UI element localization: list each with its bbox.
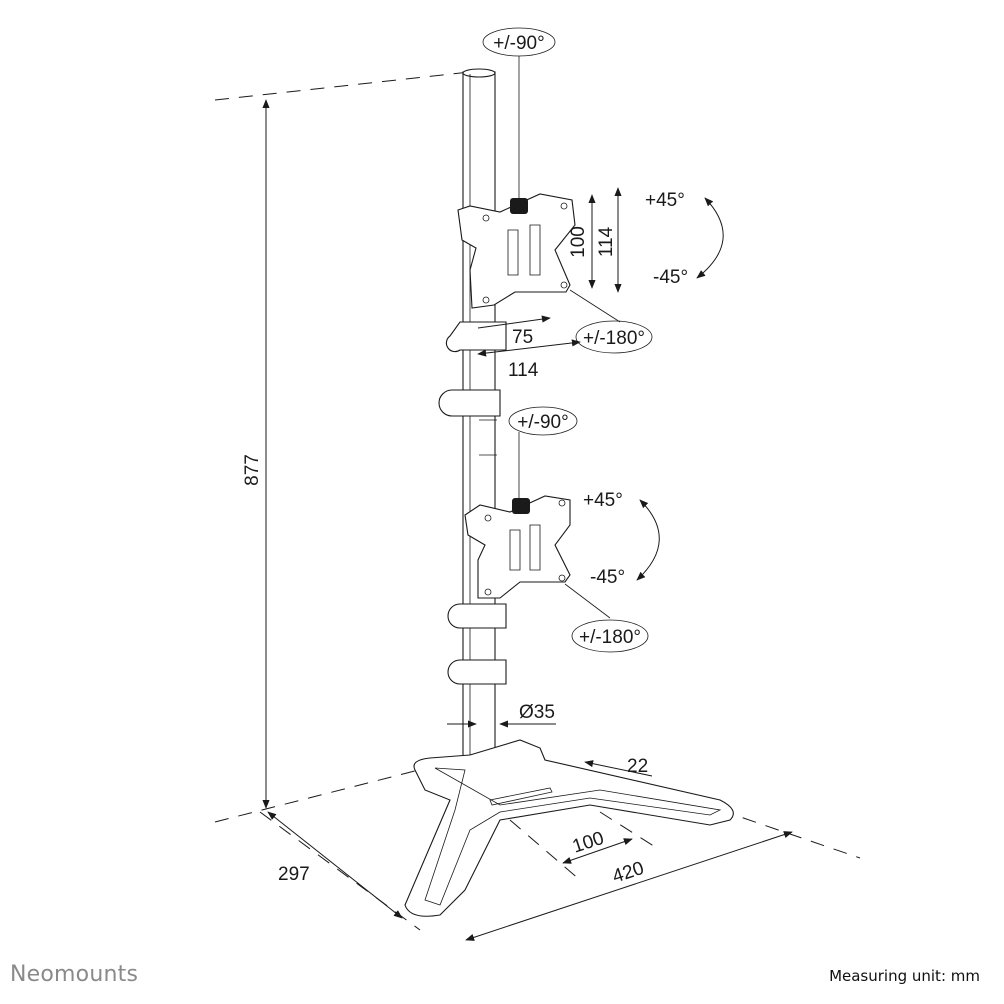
pole-diameter-dimension: Ø35 — [447, 702, 556, 728]
svg-text:-45°: -45° — [653, 267, 688, 288]
svg-text:Ø35: Ø35 — [519, 702, 555, 723]
svg-text:+/-180°: +/-180° — [583, 328, 645, 349]
svg-text:+/-180°: +/-180° — [579, 627, 641, 648]
svg-text:-45°: -45° — [590, 567, 625, 588]
svg-text:+45°: +45° — [583, 490, 623, 511]
svg-text:114: 114 — [508, 360, 539, 381]
bottom-rotate-indicator: +/-180° — [564, 583, 649, 653]
bottom-swivel-indicator: +/-90° — [508, 406, 578, 498]
svg-text:+45°: +45° — [645, 190, 685, 211]
top-rotate-indicator: +/-180° — [569, 289, 653, 354]
svg-text:+/-90°: +/-90° — [493, 33, 544, 54]
cable-clips — [438, 321, 507, 685]
svg-text:75: 75 — [512, 327, 533, 348]
top-tilt-indicator: +45° -45° — [645, 190, 724, 288]
bottom-vesa-plate — [464, 495, 571, 599]
base — [404, 739, 734, 917]
bottom-tilt-indicator: +45° -45° — [583, 490, 660, 588]
svg-text:100: 100 — [570, 828, 607, 858]
top-swivel-indicator: +/-90° — [482, 27, 556, 198]
svg-text:+/-90°: +/-90° — [517, 412, 568, 433]
arm-width-dimension: 22 — [584, 756, 653, 777]
svg-text:114: 114 — [596, 226, 617, 257]
svg-text:22: 22 — [627, 756, 648, 777]
brand-logo: Neomounts — [10, 962, 139, 987]
svg-text:420: 420 — [610, 858, 647, 888]
depth-dimension: 297 — [267, 811, 403, 919]
top-vesa-dimensions: 100 114 75 114 — [477, 187, 622, 381]
top-vesa-plate — [457, 193, 576, 309]
slot-spacing-dimension: 100 — [562, 828, 633, 864]
svg-text:100: 100 — [568, 226, 589, 258]
height-dimension: 877 — [242, 99, 270, 809]
height-label: 877 — [242, 454, 263, 486]
svg-text:297: 297 — [278, 864, 310, 885]
width-dimension: 420 — [465, 831, 793, 941]
measuring-unit-note: Measuring unit: mm — [829, 967, 980, 985]
